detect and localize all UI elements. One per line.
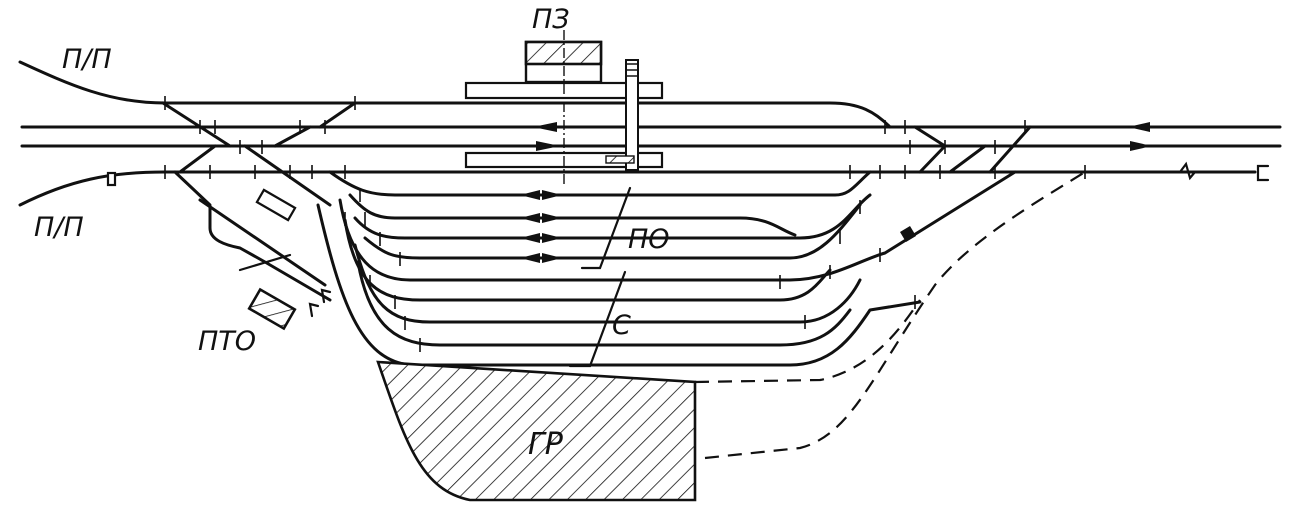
locomotive-marker-icon bbox=[900, 226, 916, 242]
label-pp-bottom: П/П bbox=[34, 212, 84, 243]
label-gr: ГР bbox=[528, 427, 564, 462]
pto-depot bbox=[173, 170, 332, 331]
pz-station bbox=[464, 30, 664, 185]
footbridge bbox=[625, 59, 639, 171]
group-bracket-s bbox=[568, 270, 627, 368]
label-pp-top: П/П bbox=[62, 44, 112, 75]
pp-connections bbox=[18, 60, 1270, 207]
gr-area bbox=[376, 171, 1086, 502]
po-tracks bbox=[328, 170, 872, 270]
signal-post bbox=[106, 171, 117, 187]
crossovers-right bbox=[913, 125, 1032, 174]
arrow-left-icon bbox=[1128, 122, 1150, 132]
arrow-left-icon bbox=[533, 122, 557, 132]
s-tracks bbox=[316, 170, 1017, 368]
pp-lower-track bbox=[18, 170, 1257, 207]
cargo-yard bbox=[376, 360, 697, 502]
switch-marks bbox=[164, 96, 1086, 352]
arrow-right-icon bbox=[1130, 141, 1152, 151]
pto-building bbox=[247, 287, 297, 331]
crossovers-left bbox=[161, 101, 357, 207]
group-bracket-po bbox=[580, 186, 632, 270]
arrow-pair-icon bbox=[520, 233, 562, 243]
label-s: С bbox=[612, 310, 631, 341]
arrow-pair-icon bbox=[520, 213, 562, 223]
label-pto: ПТО bbox=[198, 326, 256, 357]
main-lines bbox=[20, 122, 1282, 151]
buffer-stop-icon bbox=[1256, 164, 1270, 182]
arrow-pair-icon bbox=[520, 253, 562, 263]
depot-building bbox=[255, 188, 297, 222]
label-pz: ПЗ bbox=[532, 4, 570, 35]
pp-upper-track bbox=[18, 60, 892, 129]
arrow-right-icon bbox=[536, 141, 560, 151]
label-po: ПО bbox=[628, 224, 670, 255]
track-break-icon bbox=[1178, 161, 1197, 181]
arrow-pair-icon bbox=[520, 190, 562, 200]
labels: П/П П/П ПЗ ПО С ПТО ГР bbox=[34, 4, 670, 462]
